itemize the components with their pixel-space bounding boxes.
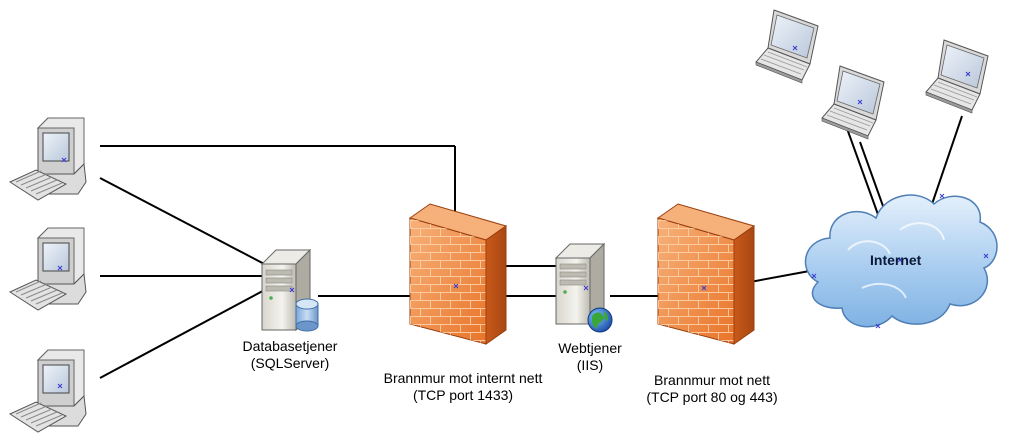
link-external-firewall-internet bbox=[749, 269, 816, 283]
database-server-product: (SQLServer) bbox=[250, 355, 330, 371]
external-firewall-label: Brannmur mot nett (TCP port 80 og 443) bbox=[612, 372, 812, 406]
external-firewall-ports: (TCP port 80 og 443) bbox=[646, 389, 778, 405]
external-firewall-name: Brannmur mot nett bbox=[654, 372, 770, 388]
external-firewall bbox=[657, 203, 755, 345]
internal-firewall bbox=[409, 203, 507, 345]
laptop-1 bbox=[755, 9, 819, 84]
database-server-label: Databasetjener (SQLServer) bbox=[230, 338, 350, 372]
link-pc1-database-server bbox=[99, 177, 273, 269]
internal-firewall-label: Brannmur mot internt nett (TCP port 1433… bbox=[358, 370, 568, 404]
database-server bbox=[261, 249, 319, 332]
web-server-name: Webtjener bbox=[558, 340, 622, 356]
database-server-name: Databasetjener bbox=[242, 338, 338, 354]
internet-label: Internet bbox=[870, 252, 922, 268]
internal-firewall-port: (TCP port 1433) bbox=[412, 387, 514, 403]
database-cylinder-icon bbox=[295, 298, 319, 332]
client-pc-2 bbox=[9, 227, 87, 311]
web-server bbox=[555, 243, 613, 333]
internal-firewall-name: Brannmur mot internt nett bbox=[383, 370, 543, 386]
link-laptop3-internet bbox=[929, 115, 963, 211]
laptop-2 bbox=[821, 65, 885, 140]
laptop-3 bbox=[925, 39, 989, 114]
connection-markers bbox=[57, 45, 989, 389]
link-pc3-database-server bbox=[99, 285, 273, 379]
globe-icon bbox=[587, 307, 613, 333]
client-pc-3 bbox=[9, 349, 87, 433]
web-server-product: (IIS) bbox=[576, 357, 604, 373]
client-pc-1 bbox=[9, 117, 87, 201]
web-server-label: Webtjener (IIS) bbox=[540, 340, 640, 374]
